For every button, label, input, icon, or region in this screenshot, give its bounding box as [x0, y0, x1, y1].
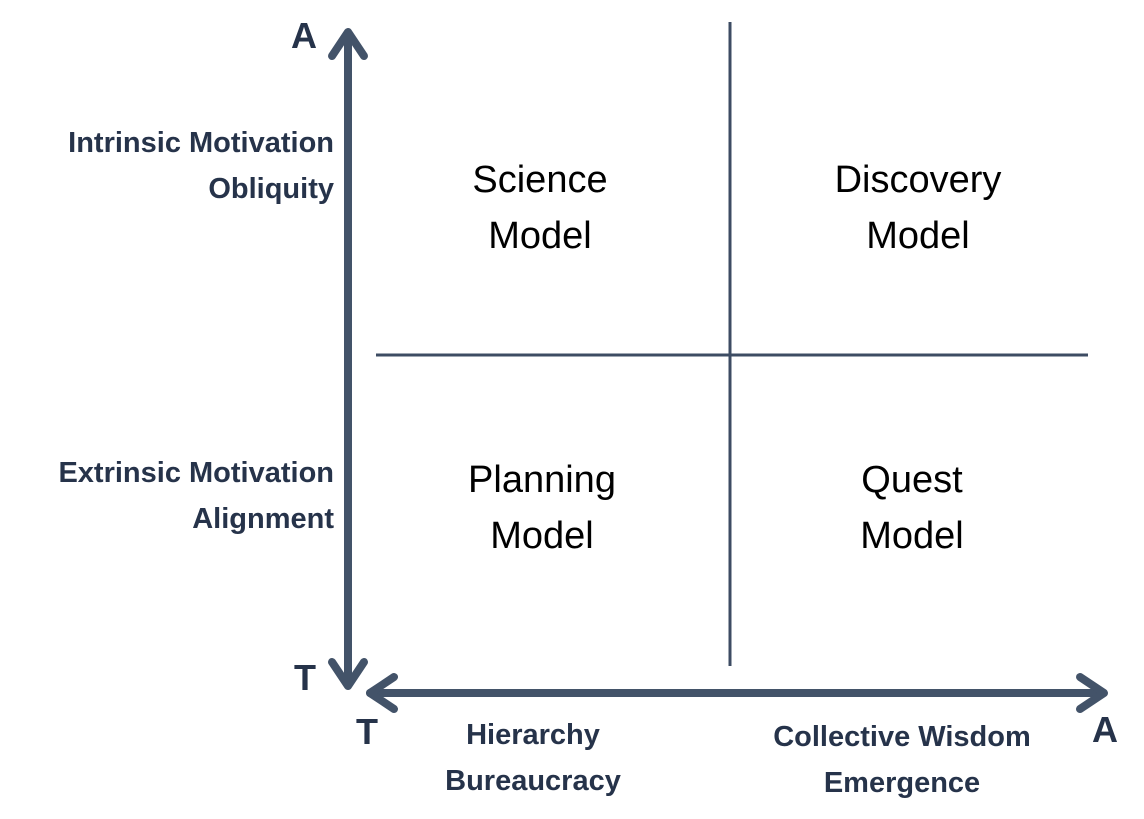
x-right-description: Collective Wisdom Emergence: [742, 714, 1062, 806]
y-axis-top-label: A: [291, 15, 317, 56]
quadrant-top-left-line1: Science: [472, 159, 608, 201]
quadrant-bottom-right: Quest Model: [732, 452, 1092, 564]
x-right-desc-line2: Emergence: [823, 767, 981, 799]
y-lower-desc-line2: Alignment: [192, 503, 334, 535]
quadrant-bottom-right-line1: Quest: [861, 459, 963, 501]
quadrant-bottom-left-line1: Planning: [468, 459, 616, 501]
quadrant-top-right-line2: Model: [866, 215, 970, 257]
x-axis-left-label: T: [356, 711, 378, 752]
x-left-desc-line1: Hierarchy: [466, 719, 600, 751]
quadrant-top-right-line1: Discovery: [834, 159, 1002, 201]
x-right-desc-line1: Collective Wisdom: [773, 721, 1031, 753]
y-lower-desc-line1: Extrinsic Motivation: [58, 457, 334, 489]
y-upper-desc-line2: Obliquity: [208, 173, 334, 205]
x-left-desc-line2: Bureaucracy: [445, 765, 621, 797]
y-upper-desc-line1: Intrinsic Motivation: [68, 127, 334, 159]
quadrant-top-left: Science Model: [360, 152, 720, 264]
x-left-description: Hierarchy Bureaucracy: [420, 712, 646, 804]
y-lower-description: Extrinsic Motivation Alignment: [58, 450, 334, 542]
horizontal-axis-arrow: [366, 673, 1108, 713]
quadrant-top-left-line2: Model: [488, 215, 592, 257]
x-axis-right-label: A: [1092, 709, 1118, 750]
y-axis-bottom-label: T: [294, 657, 316, 698]
quadrant-bottom-right-line2: Model: [860, 515, 964, 557]
y-upper-description: Intrinsic Motivation Obliquity: [68, 120, 334, 212]
quadrant-bottom-left: Planning Model: [362, 452, 722, 564]
quadrant-bottom-left-line2: Model: [490, 515, 594, 557]
vertical-axis-arrow: [328, 28, 368, 690]
quadrant-top-right: Discovery Model: [738, 152, 1098, 264]
